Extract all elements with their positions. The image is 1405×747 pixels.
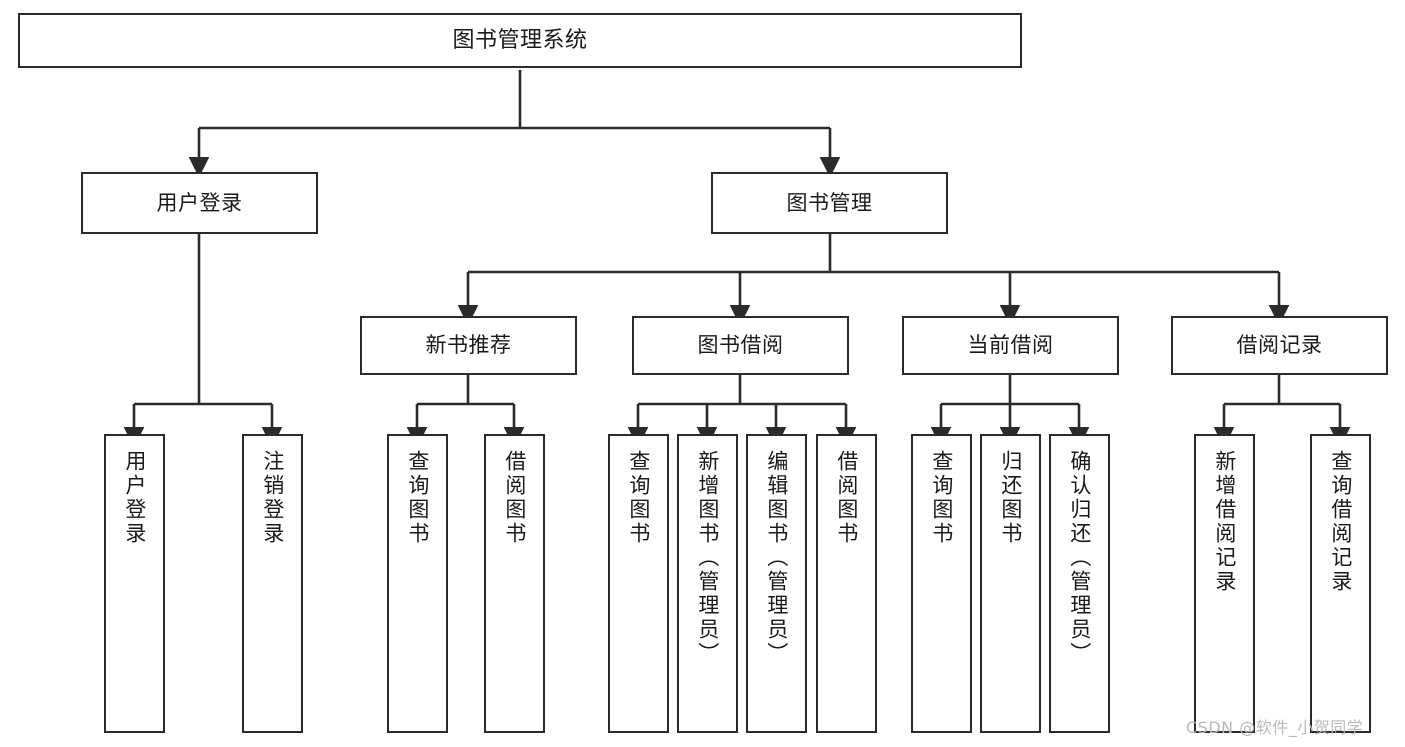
node-label: 查询借阅记录 [1328, 450, 1353, 594]
node-label: 图书管理 [786, 190, 873, 215]
node-root-system[interactable]: 图书管理系统 [18, 13, 1022, 68]
leaf-recommend-query-book[interactable]: 查询图书 [387, 434, 448, 733]
node-label: 用户登录 [122, 450, 147, 546]
csdn-watermark: CSDN @软件_小贺同学 [1186, 718, 1364, 737]
node-current-borrow[interactable]: 当前借阅 [902, 316, 1119, 375]
node-label: 归还图书 [998, 450, 1023, 546]
node-label: 借阅图书 [502, 450, 527, 546]
node-user-login[interactable]: 用户登录 [81, 172, 318, 234]
node-new-book-recommend[interactable]: 新书推荐 [360, 316, 577, 375]
node-label: 借阅图书 [834, 450, 859, 546]
leaf-current-return-book[interactable]: 归还图书 [980, 434, 1041, 733]
node-label: 查询图书 [626, 450, 651, 546]
node-label: 查询图书 [929, 450, 954, 546]
node-label: 当前借阅 [967, 333, 1054, 358]
node-label: 查询图书 [405, 450, 430, 546]
node-label: 编辑图书（管理员） [764, 450, 789, 666]
node-borrow-record[interactable]: 借阅记录 [1171, 316, 1388, 375]
node-label: 用户登录 [156, 190, 243, 215]
node-label: 借阅记录 [1236, 333, 1323, 358]
node-label: 注销登录 [260, 450, 285, 546]
node-label: 图书管理系统 [452, 27, 588, 53]
node-label: 图书借阅 [697, 333, 784, 358]
node-label: 新增借阅记录 [1212, 450, 1237, 594]
leaf-borrow-borrow-book[interactable]: 借阅图书 [816, 434, 877, 733]
node-label: 新增图书（管理员） [695, 450, 720, 666]
leaf-record-query-record[interactable]: 查询借阅记录 [1310, 434, 1371, 733]
leaf-borrow-add-book[interactable]: 新增图书（管理员） [677, 434, 738, 733]
leaf-recommend-borrow-book[interactable]: 借阅图书 [484, 434, 545, 733]
leaf-user-login-signin[interactable]: 用户登录 [104, 434, 165, 733]
leaf-record-add-record[interactable]: 新增借阅记录 [1194, 434, 1255, 733]
leaf-current-confirm-return[interactable]: 确认归还（管理员） [1049, 434, 1110, 733]
leaf-current-query-book[interactable]: 查询图书 [911, 434, 972, 733]
node-label: 新书推荐 [425, 333, 512, 358]
node-label: 确认归还（管理员） [1067, 450, 1092, 666]
leaf-borrow-edit-book[interactable]: 编辑图书（管理员） [746, 434, 807, 733]
node-book-management[interactable]: 图书管理 [711, 172, 948, 234]
leaf-user-login-signout[interactable]: 注销登录 [242, 434, 303, 733]
node-book-borrow[interactable]: 图书借阅 [632, 316, 849, 375]
leaf-borrow-query-book[interactable]: 查询图书 [608, 434, 669, 733]
